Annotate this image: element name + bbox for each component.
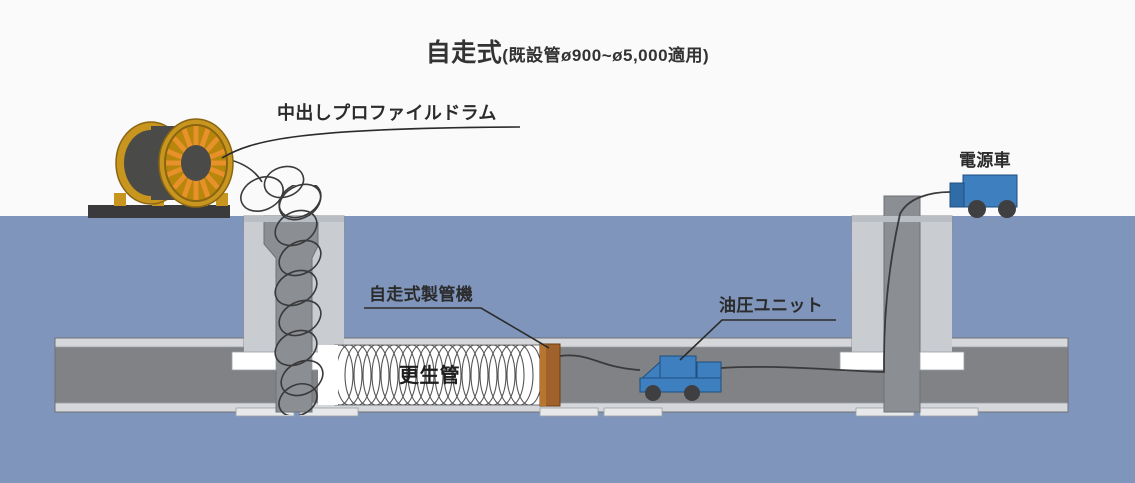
label-hydraulic-unit: 油圧ユニット [719, 296, 824, 315]
hydraulic-unit-vehicle [638, 355, 722, 401]
label-profile-drum: 中出しプロファイルドラム [277, 103, 497, 123]
page-title: 自走式(既設管ø900~ø5,000適用) [0, 33, 1135, 69]
label-power-supply-vehicle: 電源車 [959, 151, 1012, 170]
profile-strip-coil [221, 157, 324, 415]
pipe-joints [235, 407, 979, 417]
page-title-main: 自走式 [425, 39, 503, 67]
manhole-left [231, 215, 357, 413]
label-self-propelled-machine: 自走式製管機 [369, 285, 474, 304]
leader-lines [221, 126, 836, 361]
profile-drum [88, 118, 234, 218]
leader-machine [364, 307, 550, 349]
leader-drum [221, 126, 521, 159]
label-liner-pipe: 更生管 [399, 365, 461, 387]
leader-hydraulic [679, 319, 836, 361]
self-propelled-machine [539, 343, 561, 407]
page-title-sub: (既設管ø900~ø5,000適用) [502, 46, 710, 65]
cables [559, 191, 951, 373]
power-supply-vehicle [949, 174, 1018, 218]
liner-pipe [318, 344, 544, 406]
